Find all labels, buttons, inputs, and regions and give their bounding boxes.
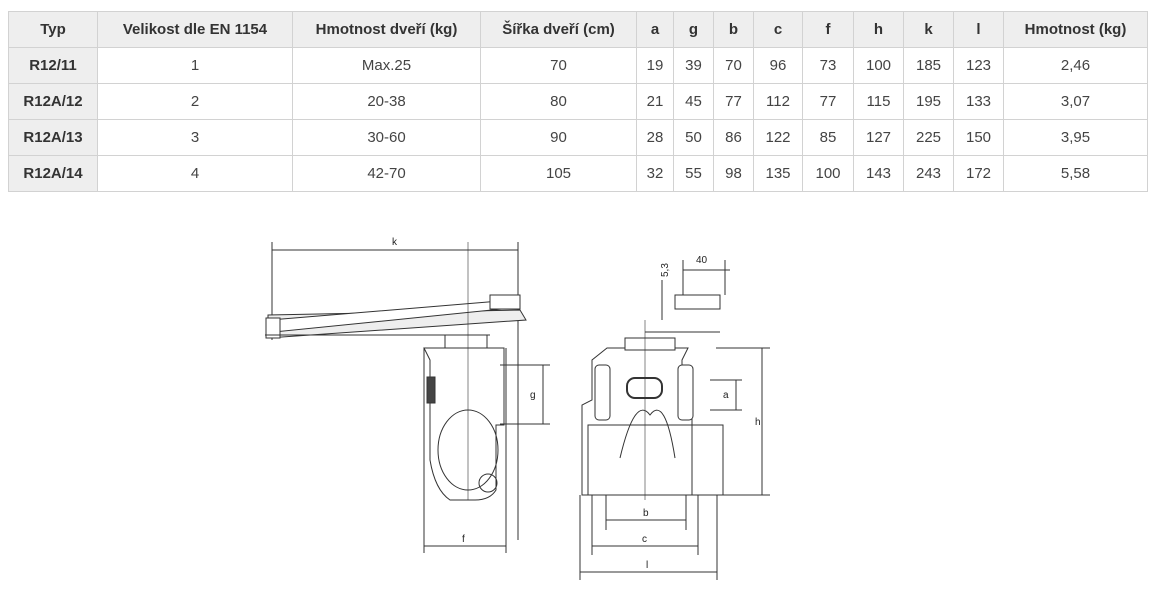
door-closer-drawing: k g f a h b c l 40 5,3 bbox=[265, 237, 770, 580]
table-cell: 100 bbox=[802, 155, 854, 192]
table-cell: 3 bbox=[97, 119, 293, 156]
table-cell: 3,07 bbox=[1003, 83, 1148, 120]
type-cell: R12A/14 bbox=[8, 155, 98, 192]
column-header: Šířka dveří (cm) bbox=[480, 11, 637, 48]
table-cell: 90 bbox=[480, 119, 637, 156]
table-cell: 1 bbox=[97, 47, 293, 84]
table-cell: 70 bbox=[713, 47, 754, 84]
table-cell: 96 bbox=[753, 47, 803, 84]
table-cell: 2,46 bbox=[1003, 47, 1148, 84]
table-cell: 4 bbox=[97, 155, 293, 192]
column-header: Typ bbox=[8, 11, 98, 48]
table-cell: 112 bbox=[753, 83, 803, 120]
dim-label-f: f bbox=[462, 534, 465, 545]
table-cell: 127 bbox=[853, 119, 904, 156]
table-cell: 225 bbox=[903, 119, 954, 156]
table-cell: 30-60 bbox=[292, 119, 481, 156]
dim-label-g: g bbox=[530, 390, 536, 401]
table-cell: 86 bbox=[713, 119, 754, 156]
table-cell: 143 bbox=[853, 155, 904, 192]
dim-label-b: b bbox=[643, 508, 649, 519]
table-cell: 122 bbox=[753, 119, 803, 156]
table-cell: 98 bbox=[713, 155, 754, 192]
column-header: Velikost dle EN 1154 bbox=[97, 11, 293, 48]
table-cell: 115 bbox=[853, 83, 904, 120]
table-cell: 20-38 bbox=[292, 83, 481, 120]
front-view bbox=[579, 260, 770, 580]
table-cell: 105 bbox=[480, 155, 637, 192]
table-cell: 150 bbox=[953, 119, 1004, 156]
dim-label-40: 40 bbox=[696, 255, 708, 266]
column-header: a bbox=[636, 11, 674, 48]
table-cell: 135 bbox=[753, 155, 803, 192]
table-cell: 70 bbox=[480, 47, 637, 84]
dim-label-k: k bbox=[392, 237, 398, 248]
table-cell: 3,95 bbox=[1003, 119, 1148, 156]
column-header: l bbox=[953, 11, 1004, 48]
table-cell: 85 bbox=[802, 119, 854, 156]
column-header: g bbox=[673, 11, 714, 48]
table-cell: 45 bbox=[673, 83, 714, 120]
table-cell: 100 bbox=[853, 47, 904, 84]
table-cell: 50 bbox=[673, 119, 714, 156]
column-header: h bbox=[853, 11, 904, 48]
column-header: Hmotnost (kg) bbox=[1003, 11, 1148, 48]
table-cell: 195 bbox=[903, 83, 954, 120]
column-header: b bbox=[713, 11, 754, 48]
table-cell: 123 bbox=[953, 47, 1004, 84]
column-header: f bbox=[802, 11, 854, 48]
table-cell: 77 bbox=[713, 83, 754, 120]
dim-label-a: a bbox=[723, 390, 729, 401]
table-cell: 2 bbox=[97, 83, 293, 120]
table-cell: 5,58 bbox=[1003, 155, 1148, 192]
side-view bbox=[265, 242, 550, 553]
type-cell: R12A/13 bbox=[8, 119, 98, 156]
dim-label-l: l bbox=[646, 560, 648, 571]
dim-label-h: h bbox=[755, 417, 761, 428]
table-cell: 55 bbox=[673, 155, 714, 192]
table-cell: 19 bbox=[636, 47, 674, 84]
table-cell: 42-70 bbox=[292, 155, 481, 192]
table-cell: Max.25 bbox=[292, 47, 481, 84]
table-cell: 172 bbox=[953, 155, 1004, 192]
table-cell: 80 bbox=[480, 83, 637, 120]
table-cell: 133 bbox=[953, 83, 1004, 120]
column-header: Hmotnost dveří (kg) bbox=[292, 11, 481, 48]
table-cell: 28 bbox=[636, 119, 674, 156]
table-cell: 243 bbox=[903, 155, 954, 192]
table-cell: 32 bbox=[636, 155, 674, 192]
type-cell: R12/11 bbox=[8, 47, 98, 84]
column-header: k bbox=[903, 11, 954, 48]
type-cell: R12A/12 bbox=[8, 83, 98, 120]
table-cell: 185 bbox=[903, 47, 954, 84]
table-cell: 77 bbox=[802, 83, 854, 120]
dim-label-5-3: 5,3 bbox=[660, 263, 671, 277]
column-header: c bbox=[753, 11, 803, 48]
dim-label-c: c bbox=[642, 534, 647, 545]
table-cell: 39 bbox=[673, 47, 714, 84]
table-cell: 21 bbox=[636, 83, 674, 120]
table-cell: 73 bbox=[802, 47, 854, 84]
